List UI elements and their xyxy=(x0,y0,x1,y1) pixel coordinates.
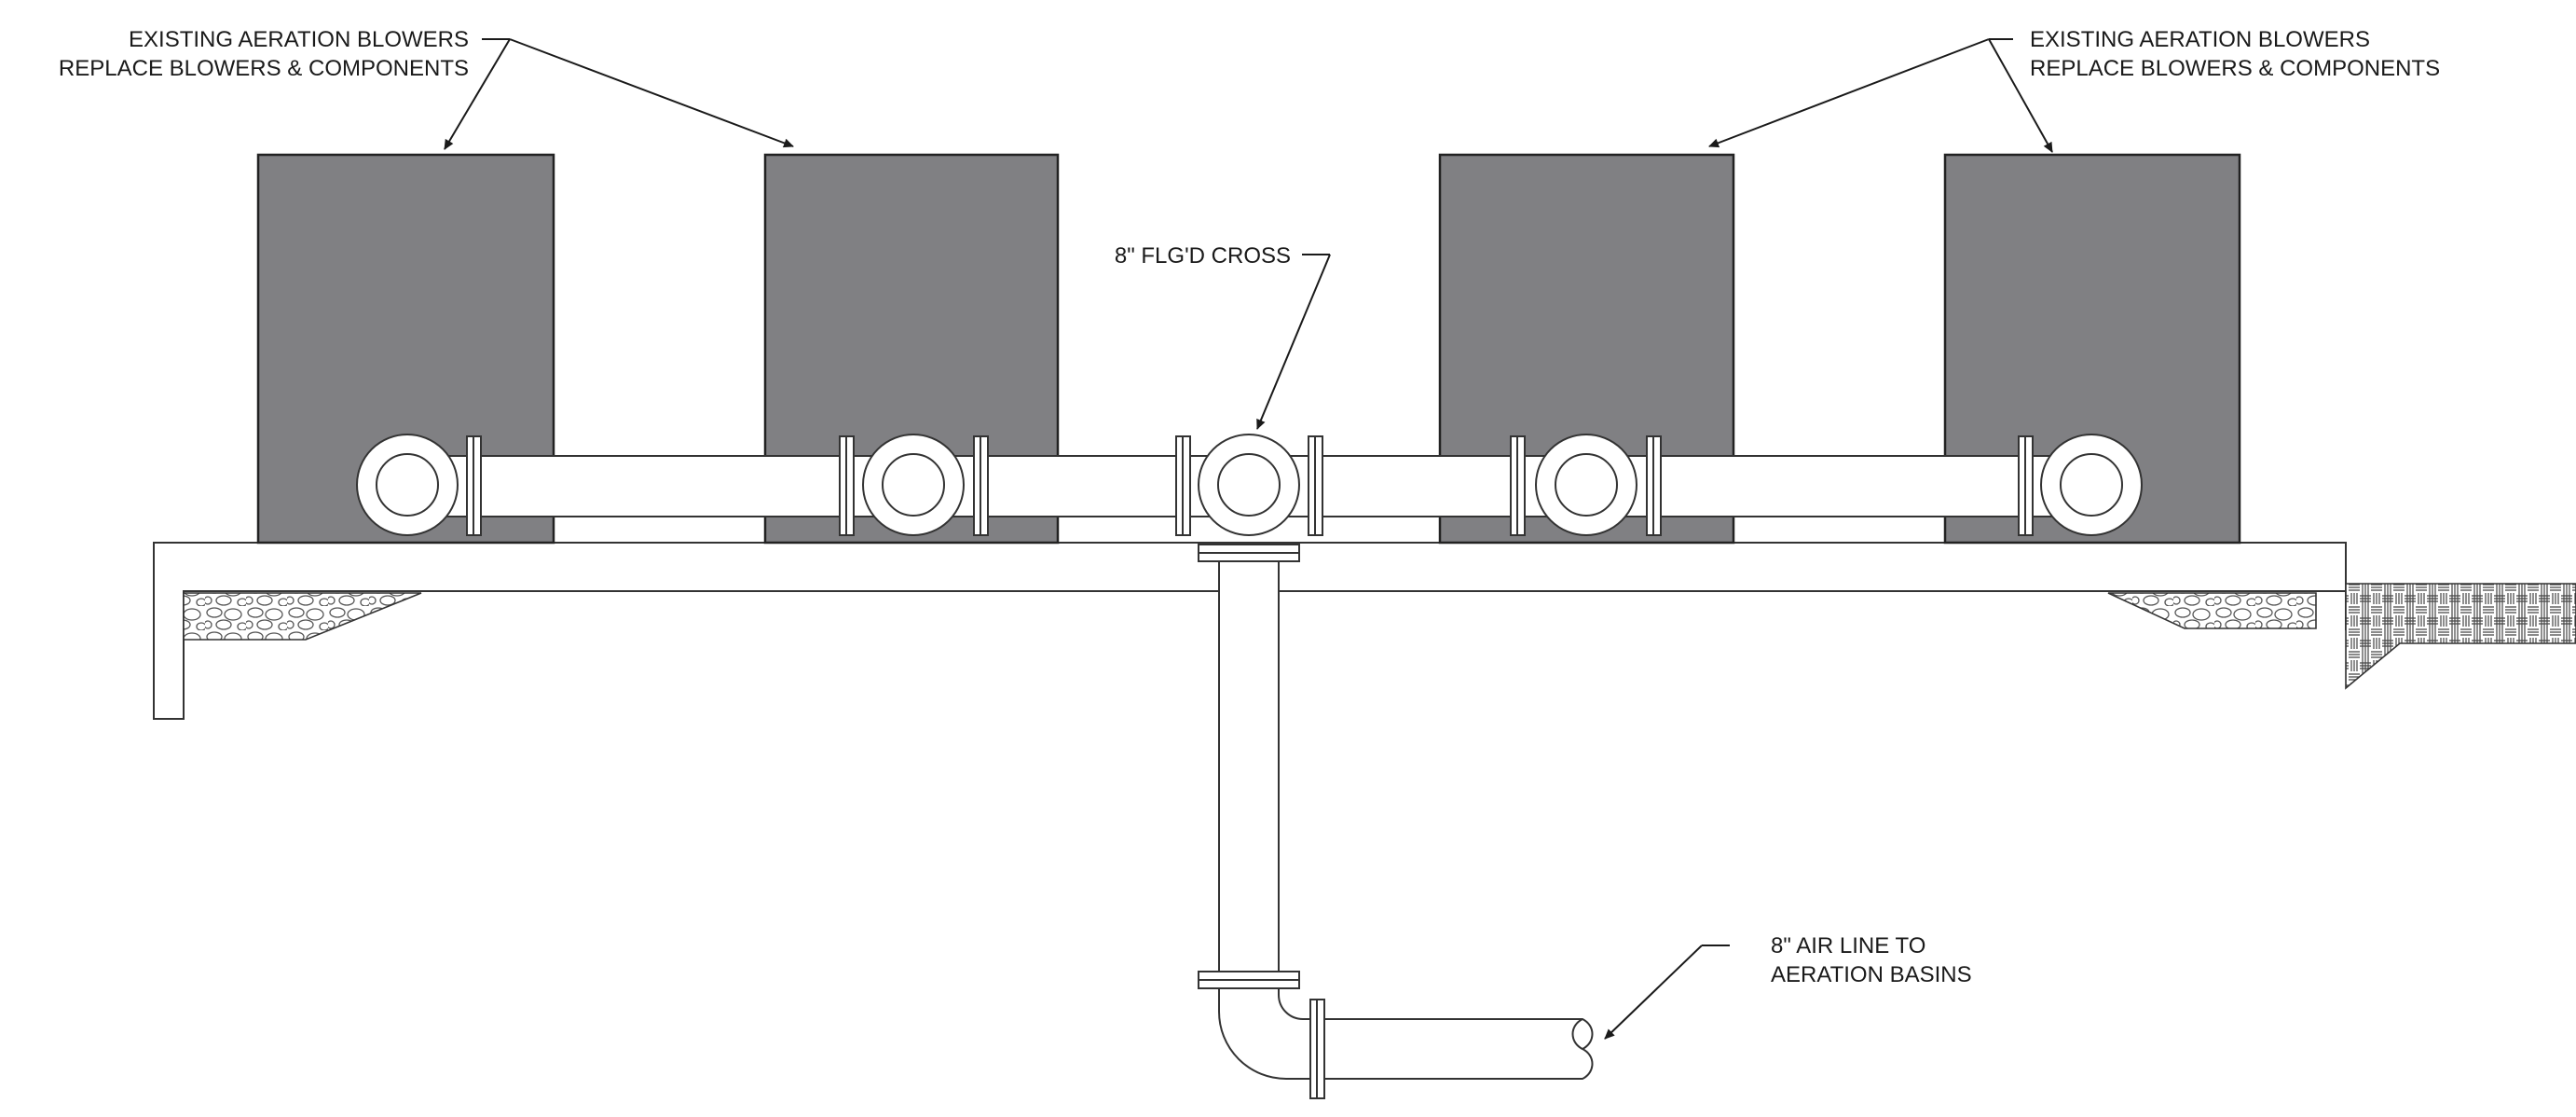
leader-cross xyxy=(1256,254,1331,430)
label-air-line-line1: 8" AIR LINE TO xyxy=(1771,933,1925,958)
brick-hatch-ground xyxy=(2345,583,2576,690)
label-blowers-left-line1: EXISTING AERATION BLOWERS xyxy=(129,27,469,52)
air-line-pipe xyxy=(1309,999,1594,1099)
header-flanges xyxy=(466,435,2034,536)
blower-outlet-1 xyxy=(356,434,459,536)
gravel-fill-left xyxy=(183,592,422,641)
label-flanged-cross: 8" FLG'D CROSS xyxy=(1115,243,1291,269)
leader-blowers-left xyxy=(444,38,794,150)
label-blowers-right-line2: REPLACE BLOWERS & COMPONENTS xyxy=(2030,56,2440,81)
blower-outlet-2 xyxy=(862,434,965,536)
label-air-line-line2: AERATION BASINS xyxy=(1771,962,1972,987)
leader-airline xyxy=(1604,945,1730,1040)
vertical-drop-pipe xyxy=(1198,544,1300,989)
label-blowers-right-line1: EXISTING AERATION BLOWERS xyxy=(2030,27,2370,52)
blower-outlet-3 xyxy=(1535,434,1637,536)
blower-outlet-4 xyxy=(2040,434,2143,536)
leader-blowers-right xyxy=(1708,38,2053,153)
label-blowers-left-line2: REPLACE BLOWERS & COMPONENTS xyxy=(59,56,469,81)
gravel-fill-right xyxy=(2107,592,2317,629)
pipe-elbow-icon xyxy=(1218,987,1311,1080)
flanged-cross-icon xyxy=(1198,434,1300,536)
